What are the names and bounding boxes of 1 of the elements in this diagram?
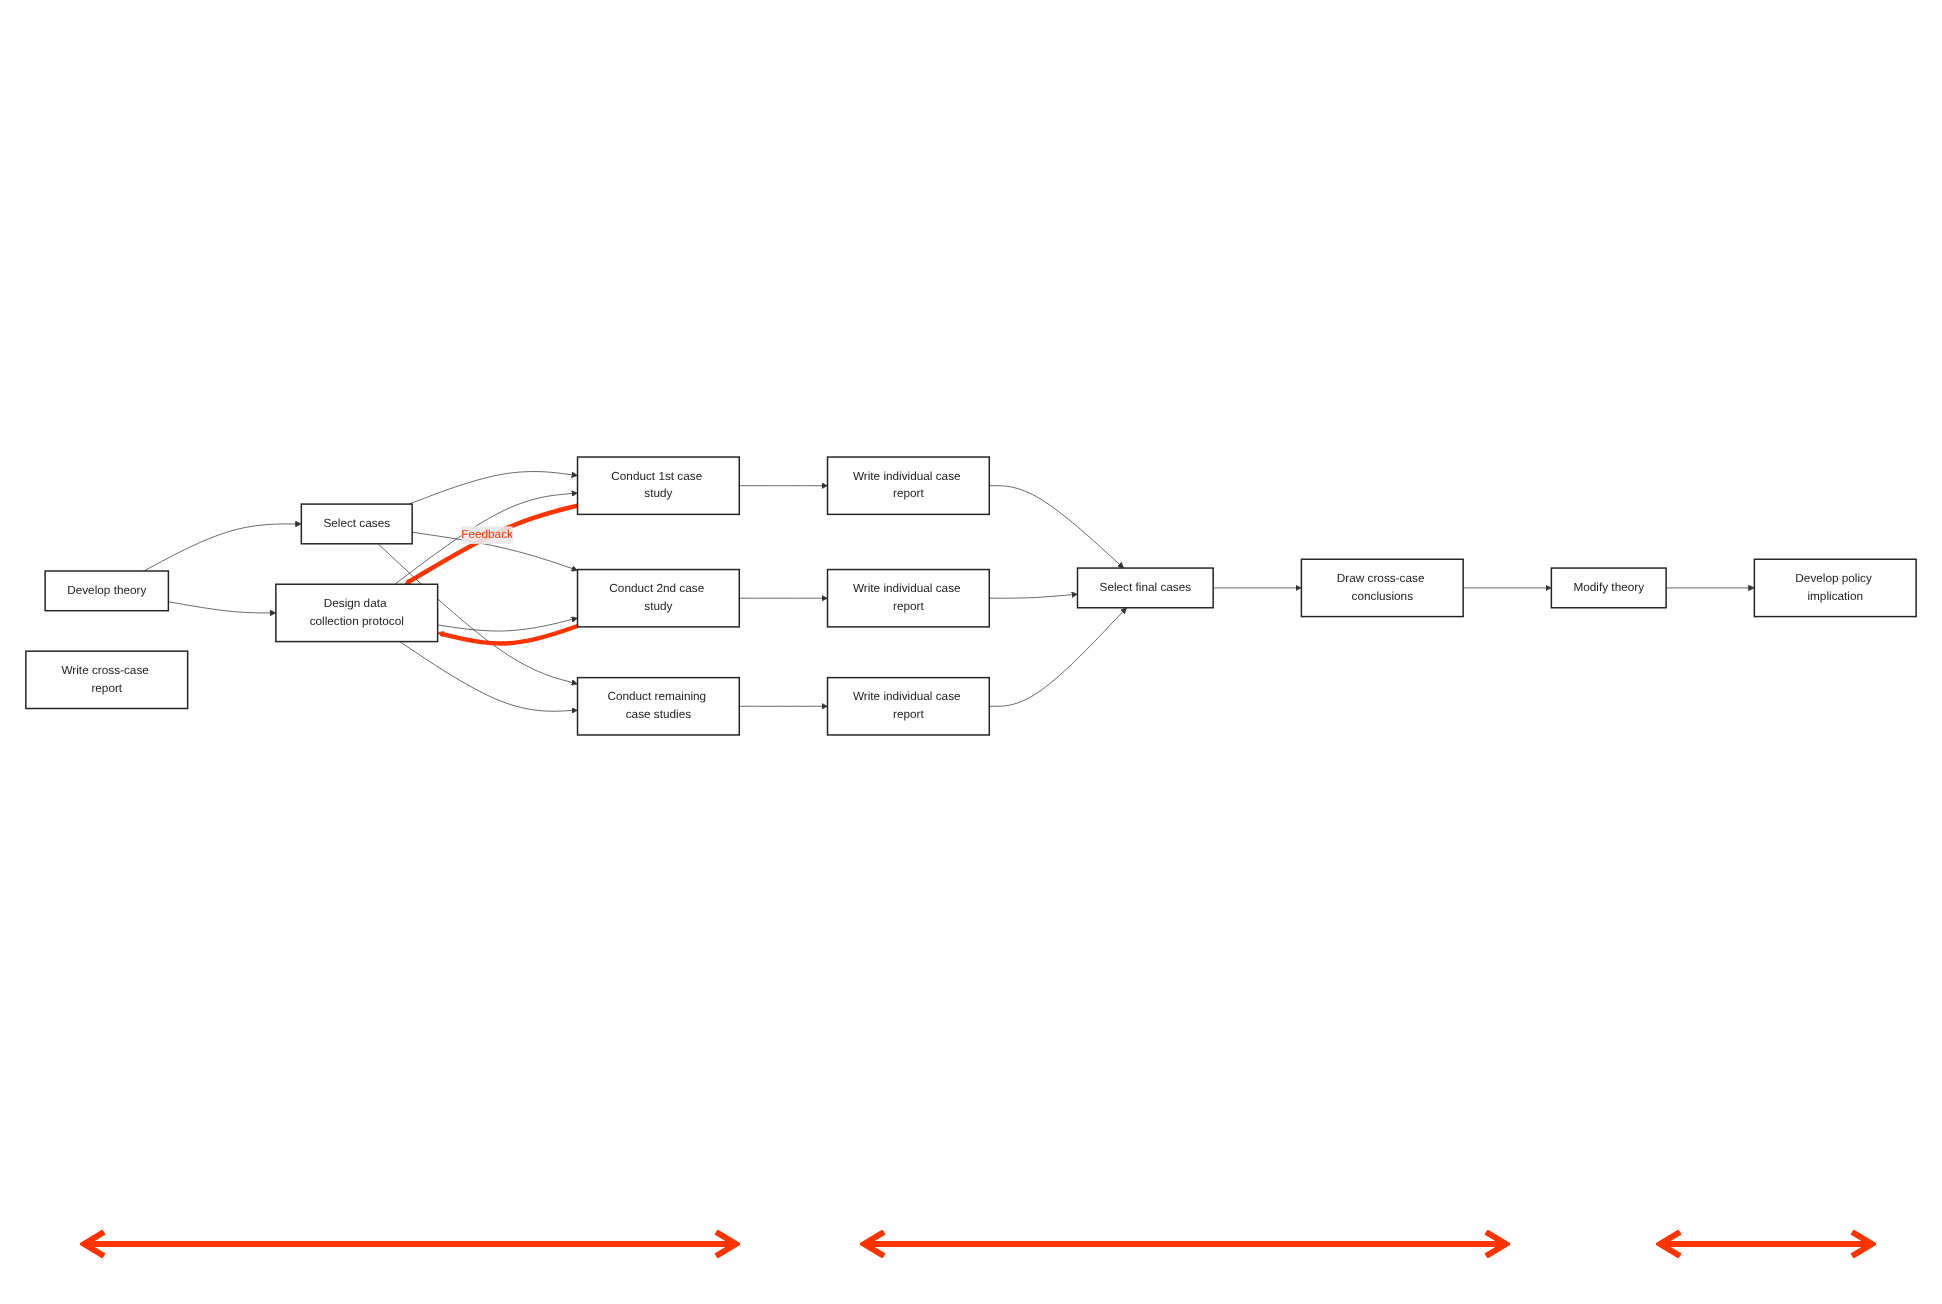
arrow <box>437 623 579 646</box>
